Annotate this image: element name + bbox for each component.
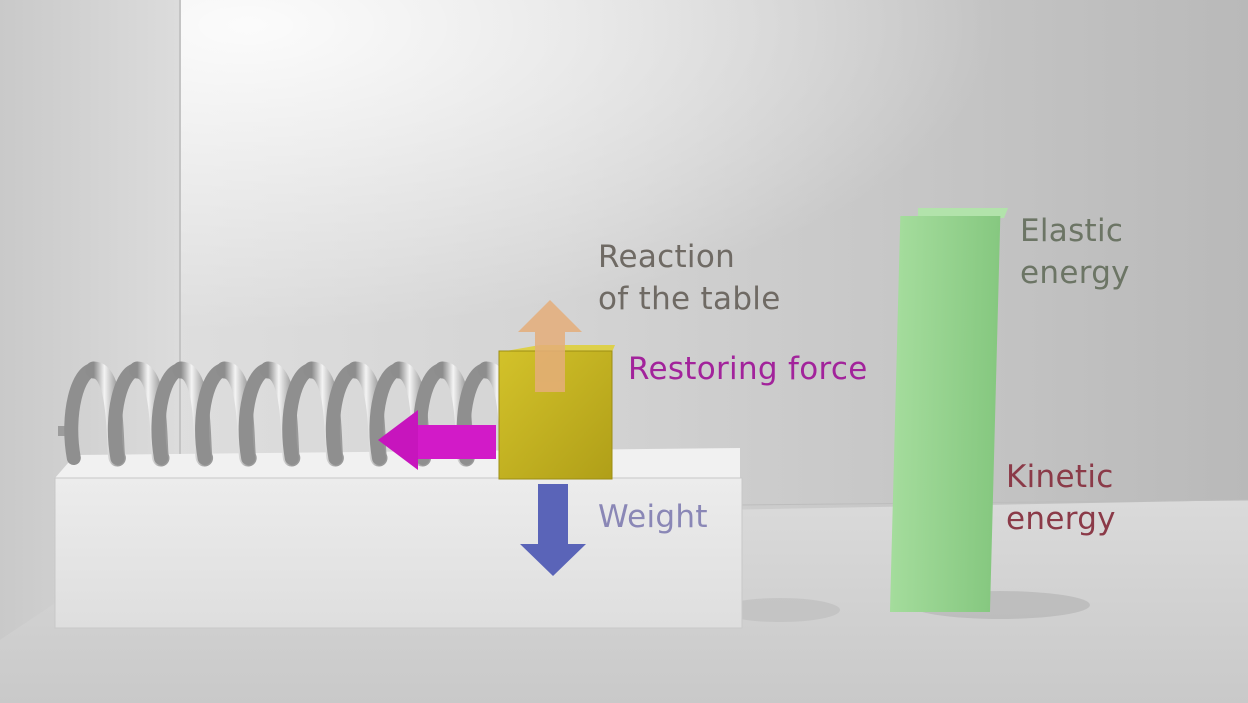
reaction-label-line-1: Reaction — [598, 239, 736, 275]
reaction-arrow — [518, 300, 582, 392]
elastic-label-line-2: energy — [1020, 255, 1130, 291]
restoring-force-label: Restoring force — [628, 351, 868, 387]
table — [54, 448, 743, 629]
weight-label: Weight — [598, 499, 708, 535]
kinetic-label-line-1: Kinetic — [1006, 459, 1114, 495]
weight-arrow — [520, 484, 586, 576]
elastic-label-line-1: Elastic — [1020, 213, 1124, 249]
reaction-label-line-2: of the table — [598, 281, 781, 317]
kinetic-label-line-2: energy — [1006, 501, 1116, 537]
energy-bar — [889, 208, 1008, 612]
restoring-force-arrow — [378, 410, 496, 470]
elastic-energy-label: Elastic energy — [1020, 210, 1130, 294]
reaction-label: Reaction of the table — [598, 236, 781, 320]
kinetic-energy-label: Kinetic energy — [1006, 456, 1116, 540]
